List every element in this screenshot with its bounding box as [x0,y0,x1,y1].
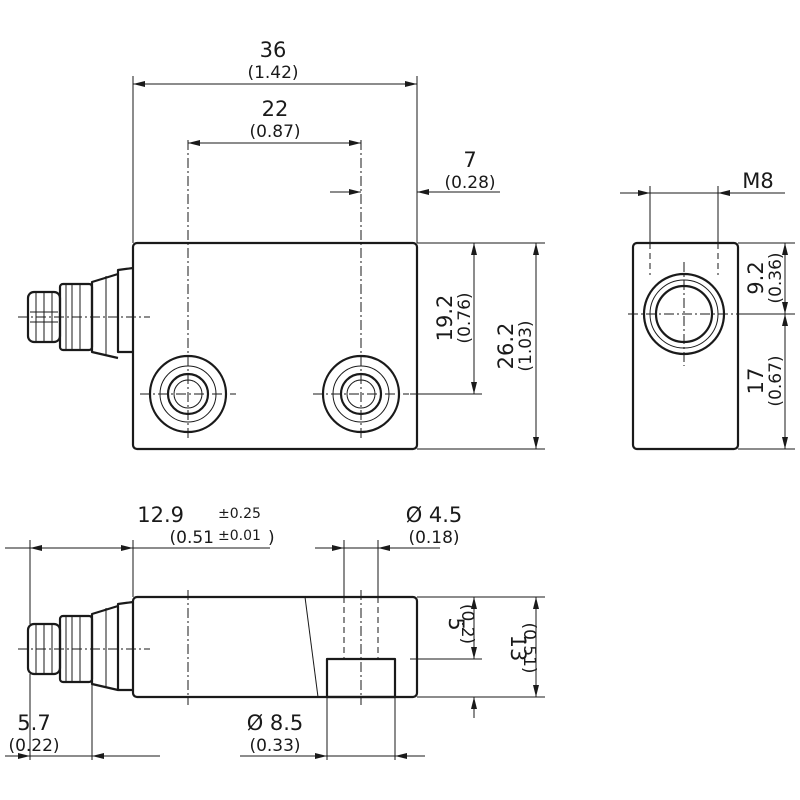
dim-19-2-mm: 19.2 [433,295,457,342]
connector-bottom [26,600,134,692]
dim-m8-label: M8 [742,169,773,193]
dim-13-in: (0.51) [519,622,539,673]
side-view: M8 9.2 (0.36) 17 (0.67) [620,169,795,451]
dim-5-7-mm: 5.7 [17,711,50,735]
dim-12-9-mm: 12.9 [137,503,184,527]
dim-4-5-mm: Ø 4.5 [406,503,463,527]
dim-12-9-mm-tol: ±0.25 [218,506,261,522]
dim-19-2-in: (0.76) [455,292,475,343]
dim-12-9-in-tol: ±0.01 [218,528,261,544]
sensor-body-side [631,241,740,451]
dim-4-5-in: (0.18) [408,528,459,548]
dim-26-2-mm: 26.2 [494,323,518,370]
dim-5-mm: 5 [444,617,468,630]
dim-12-9-in-close: ) [268,528,275,548]
connector-front [26,266,134,360]
dim-8-5-in: (0.33) [249,736,300,756]
sensor-body-bottom [131,595,419,699]
dim-5-7-in: (0.22) [8,736,59,756]
dim-22-in: (0.87) [249,122,300,142]
front-view: 36 (1.42) 22 (0.87) 7 (0.28) 19.2 (0.76)… [18,38,545,451]
dim-9-2-mm: 9.2 [744,261,768,294]
dim-7-mm: 7 [463,148,476,172]
dim-26-2-in: (1.03) [516,320,536,371]
bottom-view: 12.9 ±0.25 (0.51 ±0.01 ) Ø 4.5 (0.18) 5 … [5,503,545,760]
dim-8-5-mm: Ø 8.5 [247,711,304,735]
dim-9-2-in: (0.36) [766,252,786,303]
dim-5-in: (0.2) [457,604,477,644]
dim-17-in: (0.67) [766,355,786,406]
dim-22-mm: 22 [262,97,289,121]
dim-7-in: (0.28) [444,173,495,193]
dim-17-mm: 17 [744,368,768,395]
dim-36-in: (1.42) [247,63,298,83]
dim-12-9-in-open: (0.51 [170,528,214,548]
dim-36-mm: 36 [260,38,287,62]
dim-13-mm: 13 [506,635,530,662]
sensor-body-front [131,241,419,451]
